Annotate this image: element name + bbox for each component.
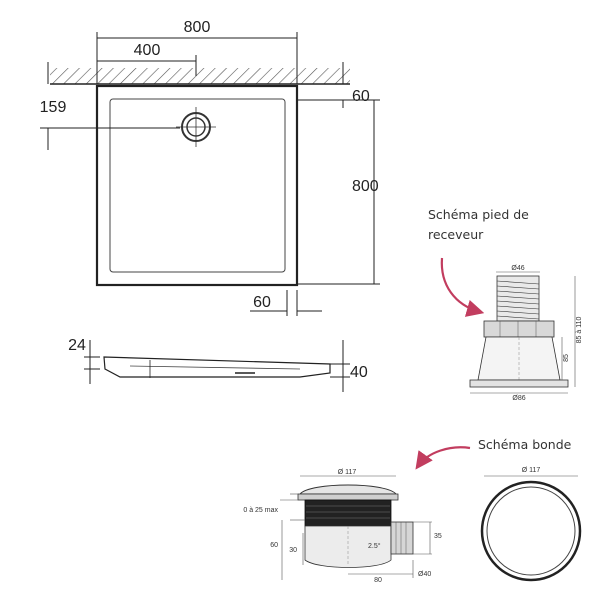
- tray-section-profile: [103, 356, 331, 378]
- foot-body-height: 85: [563, 354, 570, 362]
- foot-base: [469, 379, 569, 388]
- drain-caption: Schéma bonde: [478, 437, 572, 452]
- drain-trap-height: 30: [289, 547, 297, 554]
- drain-plan-diameter: Ø 117: [522, 467, 541, 474]
- foot-top-diameter: Ø46: [511, 265, 524, 272]
- dim-height-large: 40: [350, 364, 368, 381]
- drain-plan-symbol: [176, 107, 216, 147]
- foot-schema: Schéma pied de receveur Ø46 Ø86 85 à 110: [428, 207, 583, 402]
- drain-total-height: 60: [270, 542, 278, 549]
- drain-schema: Schéma bonde Ø 117 2.5° 0 à 25 max 60: [243, 437, 582, 584]
- plan-view: 800 400 159 60 800 60: [40, 19, 380, 316]
- drain-cover: [299, 484, 397, 495]
- drain-slope: 2.5°: [368, 542, 381, 550]
- drain-plan-inner: [486, 486, 576, 576]
- dim-depth-total: 800: [352, 178, 379, 195]
- drain-outlet-height: 35: [434, 533, 442, 540]
- drain-outlet-length: 80: [374, 577, 382, 584]
- foot-pointer-arrow: [440, 257, 485, 317]
- section-view: 24 40: [68, 337, 368, 392]
- drain-plan-outer: [480, 480, 582, 582]
- foot-height-range: 85 à 110: [576, 317, 583, 344]
- foot-base-diameter: Ø86: [512, 395, 525, 402]
- drain-flange: [297, 493, 399, 501]
- wall-hatching: [50, 68, 350, 84]
- dim-bottom-gap: 60: [253, 294, 271, 311]
- drain-outlet-diameter: Ø40: [418, 571, 431, 578]
- dim-wall-gap: 60: [352, 88, 370, 105]
- drain-adjust-range: 0 à 25 max: [243, 507, 278, 514]
- foot-caption-line1: Schéma pied de: [428, 207, 529, 222]
- drain-outlet: [390, 521, 414, 555]
- tray-outline: [95, 84, 299, 287]
- foot-caption-line2: receveur: [428, 227, 484, 242]
- dim-drain-offset: 159: [40, 99, 67, 116]
- drain-cover-diameter: Ø 117: [338, 469, 357, 476]
- dim-height-small: 24: [68, 337, 86, 354]
- drain-pointer-arrow: [415, 446, 471, 470]
- drain-body-top: [304, 499, 392, 527]
- foot-nut: [483, 320, 555, 338]
- tray-inner-edge: [109, 98, 286, 273]
- dim-width-half: 400: [134, 42, 161, 59]
- dim-width-total: 800: [184, 19, 211, 36]
